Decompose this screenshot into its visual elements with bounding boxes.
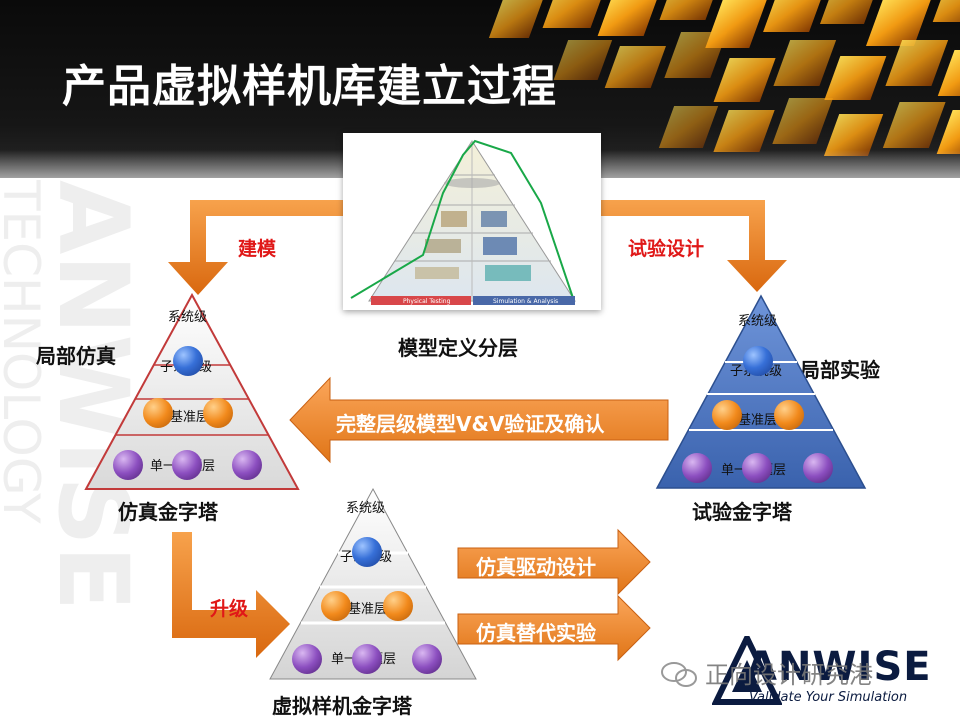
replace-label: 仿真替代实验 [476, 621, 596, 645]
sim-ball-unit-1 [113, 450, 143, 480]
sim-ball-subsystem [173, 346, 203, 376]
virtual-ball-base-1 [321, 591, 351, 621]
card-footer-left: Physical Testing [403, 298, 451, 305]
sim-ball-base-2 [203, 398, 233, 428]
model-layer-card: Physical Testing Simulation & Analysis [343, 133, 601, 310]
card-footer-right: Simulation & Analysis [493, 298, 558, 305]
virtual-ball-unit-2 [352, 644, 382, 674]
arrow-drive [457, 528, 651, 596]
header-banner: 产品虚拟样机库建立过程 [0, 0, 960, 178]
model-pyramid-image: Physical Testing Simulation & Analysis [350, 139, 576, 305]
test-ball-base-1 [712, 400, 742, 430]
watermark-big: ANWISE [37, 180, 140, 611]
virtual-ball-base-2 [383, 591, 413, 621]
sim-pyramid-label: 仿真金字塔 [118, 500, 218, 524]
decorative-tiles [488, 0, 960, 156]
test-ball-subsystem [743, 346, 773, 376]
test-ball-unit-1 [682, 453, 712, 483]
watermark-small: TECHNOLOGY [0, 180, 50, 524]
logo-name: ANWISE [746, 644, 932, 690]
sim-ball-base-1 [143, 398, 173, 428]
virtual-ball-unit-1 [292, 644, 322, 674]
modeling-label: 建模 [238, 238, 277, 260]
virtual-level-base: 基准层 [348, 602, 388, 617]
test-level-system: 系统级 [738, 314, 778, 329]
arrow-upgrade [172, 532, 290, 658]
local-sim-label: 局部仿真 [36, 344, 116, 368]
local-test-label: 局部实验 [800, 358, 880, 382]
arrow-modeling [168, 200, 343, 295]
arrow-replace [457, 594, 651, 662]
wechat-icon [661, 662, 697, 687]
sim-level-base: 基准层 [170, 410, 210, 425]
logo-slogan: Validate Your Simulation [749, 690, 908, 705]
watermark: ANWISE TECHNOLOGY [0, 180, 140, 611]
virtual-ball-unit-3 [412, 644, 442, 674]
virtual-level-system: 系统级 [346, 501, 386, 516]
sim-ball-unit-2 [172, 450, 202, 480]
test-ball-unit-3 [803, 453, 833, 483]
arrow-test-design [601, 200, 787, 292]
virtual-pyramid-label: 虚拟样机金字塔 [272, 694, 412, 718]
anwise-logo-icon [712, 636, 782, 705]
test-pyramid-label: 试验金字塔 [692, 500, 792, 524]
test-ball-unit-2 [742, 453, 772, 483]
sim-level-system: 系统级 [168, 310, 208, 325]
upgrade-label: 升级 [210, 598, 249, 620]
sim-pyramid [84, 293, 300, 490]
virtual-ball-subsystem [352, 537, 382, 567]
model-layers-label: 模型定义分层 [398, 336, 518, 360]
test-ball-base-2 [774, 400, 804, 430]
test-pyramid [655, 294, 867, 489]
test-design-label: 试验设计 [628, 238, 705, 260]
arrow-vv [289, 376, 669, 464]
sim-ball-unit-3 [232, 450, 262, 480]
wechat-watermark: 正向设计研究港 [705, 661, 873, 689]
drive-label: 仿真驱动设计 [476, 555, 596, 579]
test-level-base: 基准层 [738, 413, 778, 428]
vv-label: 完整层级模型V&V验证及确认 [336, 412, 605, 436]
page-title: 产品虚拟样机库建立过程 [62, 61, 557, 112]
